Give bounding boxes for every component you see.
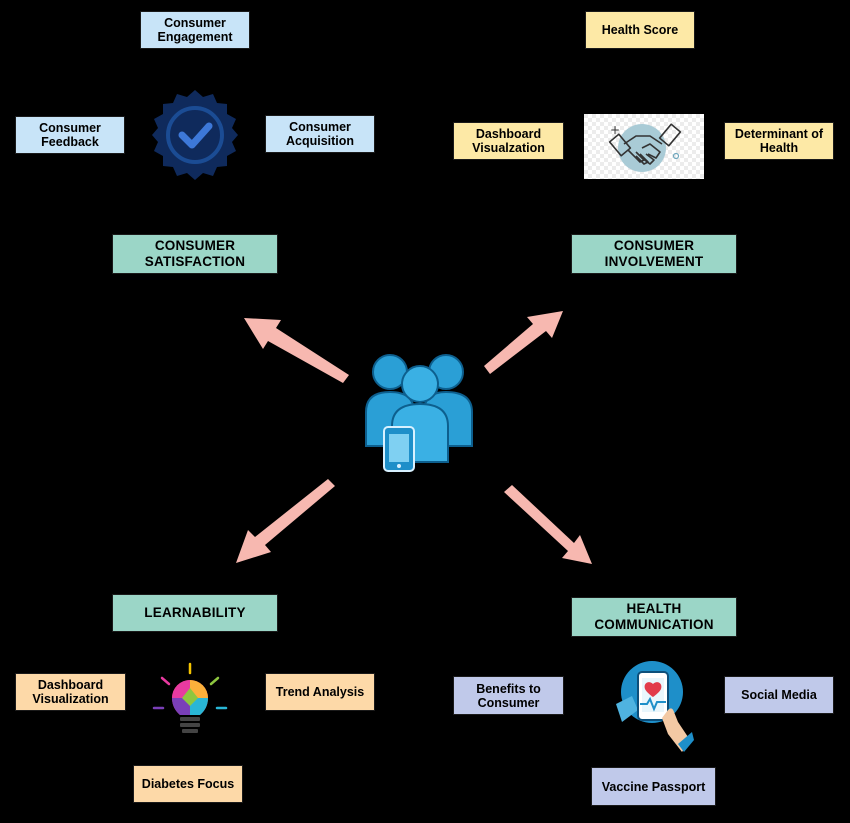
consumer-engagement-box: Consumer Engagement [140,11,250,49]
verified-badge-icon [152,90,238,180]
consumer-feedback-box: Consumer Feedback [15,116,125,154]
social-media-box: Social Media [724,676,834,714]
determinant-of-health-box: Determinant of Health [724,122,834,160]
svg-text:+: + [610,123,620,137]
consumer-satisfaction-title: CONSUMER SATISFACTION [112,234,278,274]
arrow-to-involvement [484,311,563,374]
benefits-to-consumer-box: Benefits to Consumer [453,676,564,715]
health-app-phone-icon [616,661,694,752]
handshake-icon: + [584,114,704,179]
trend-analysis-box: Trend Analysis [265,673,375,711]
health-score-box: Health Score [585,11,695,49]
consumer-involvement-title: CONSUMER INVOLVEMENT [571,234,737,274]
health-communication-title: HEALTH COMMUNICATION [571,597,737,637]
arrow-to-communication [504,485,592,564]
arrow-to-satisfaction [244,318,349,383]
dashboard-visualization-box: Dashboard Visualization [15,673,126,711]
vaccine-passport-box: Vaccine Passport [591,767,716,806]
lightbulb-icon [152,662,228,733]
dashboard-visualzation-box: Dashboard Visualzation [453,122,564,160]
users-with-phone-icon [365,354,473,472]
learnability-title: LEARNABILITY [112,594,278,632]
arrow-to-learnability [236,479,335,563]
consumer-acquisition-box: Consumer Acquisition [265,115,375,153]
diabetes-focus-box: Diabetes Focus [133,765,243,803]
